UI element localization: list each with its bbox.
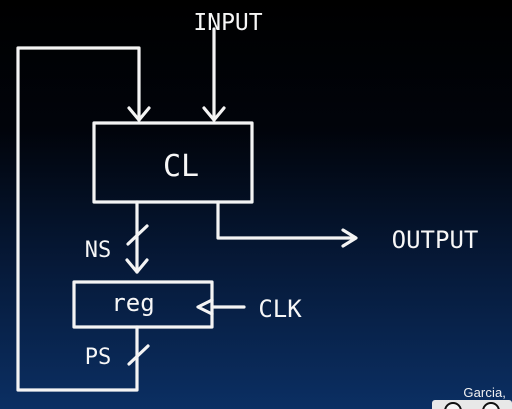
creative-commons-badge [432,400,512,409]
output-label: OUTPUT [392,226,479,254]
input-arrowhead [202,106,226,122]
creative-commons-icon [444,402,462,409]
ns-label: NS [85,238,112,263]
input-label: INPUT [193,10,262,36]
cl-label: CL [163,149,199,184]
register-block [72,280,214,329]
feedback-arrowhead [127,106,151,122]
ps-bus-tick [127,344,150,366]
ns-arrowhead [125,258,149,274]
feedback-loop-wire [16,46,141,392]
ps-label: PS [85,345,112,370]
output-arrowhead [341,228,358,248]
clock-input-marker [196,298,214,316]
cl-block [92,121,254,204]
output-wire [216,200,356,240]
attribution-icon [482,402,500,409]
author-credit: Garcia, [463,385,506,400]
ns-bus-tick [126,224,149,246]
register-label: reg [111,289,154,317]
clk-label: CLK [258,295,302,323]
